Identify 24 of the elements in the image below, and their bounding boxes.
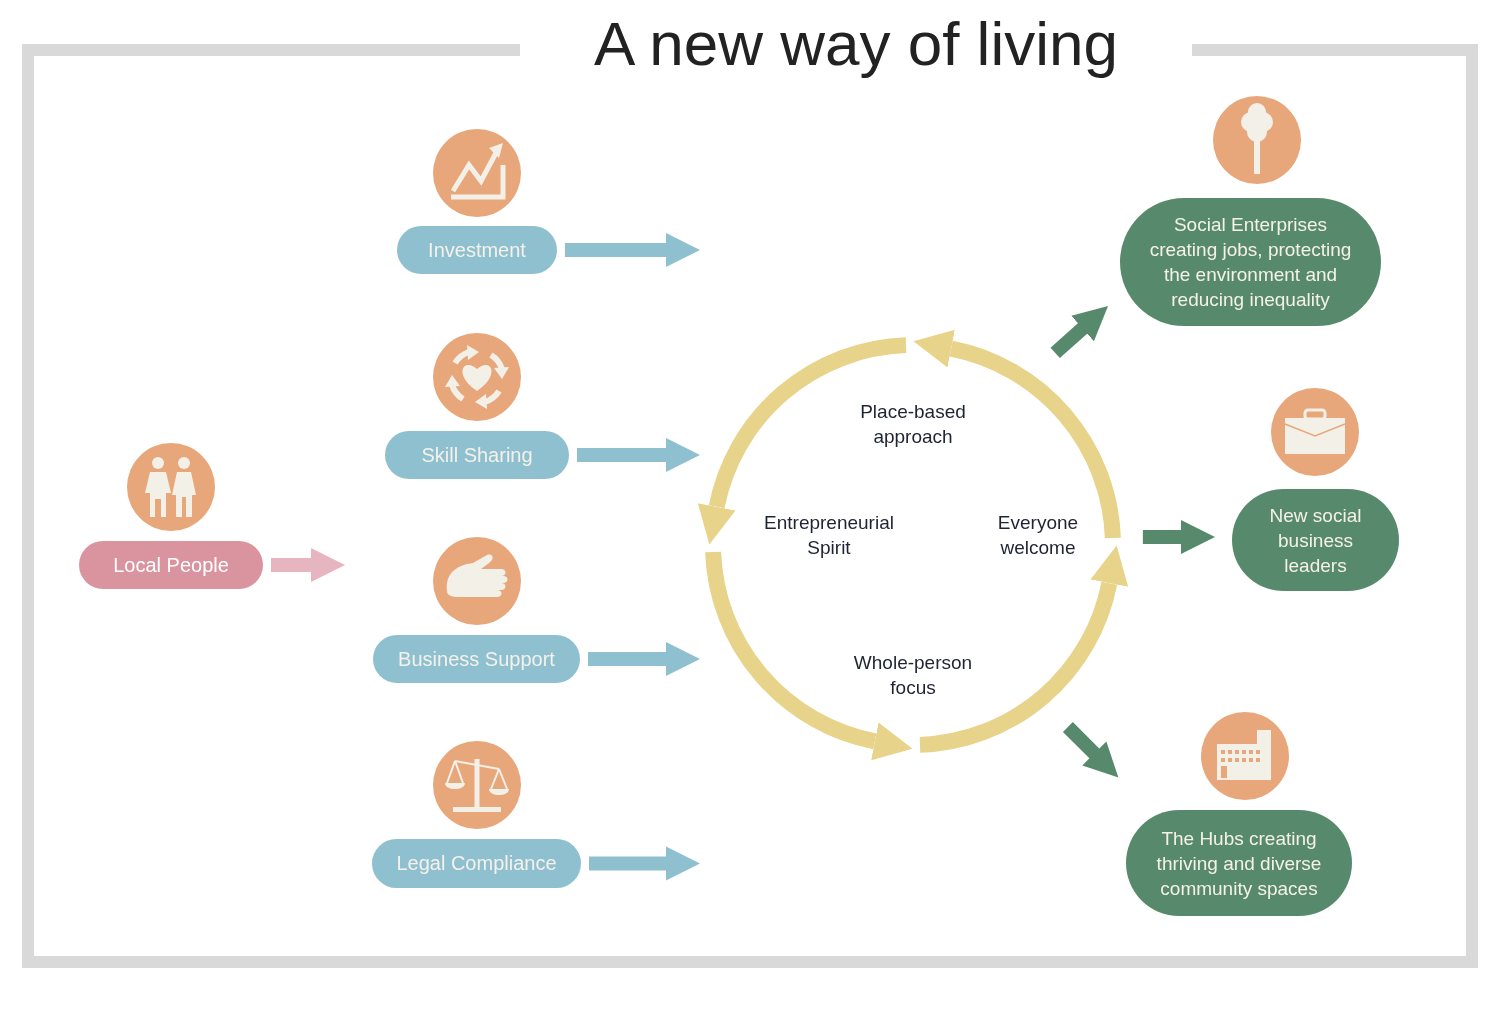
cycle-label: Everyone welcome xyxy=(996,511,1080,560)
pill-label: Social Enterprises creating jobs, protecting the environment and reducing inequality xyxy=(1148,213,1353,312)
cycle-label: Entrepreneurial Spirit xyxy=(763,511,895,560)
cycle-label: Place-based approach xyxy=(859,400,967,449)
pill-box xyxy=(372,839,581,888)
block-arrow xyxy=(271,548,345,582)
block-arrow xyxy=(588,642,700,676)
block-arrow xyxy=(577,438,700,472)
pill-box xyxy=(397,226,557,274)
pill-box xyxy=(385,431,569,479)
pill-label: The Hubs creating thriving and diverse community spaces xyxy=(1155,826,1323,901)
pill-label: Business Support xyxy=(398,646,555,672)
pill-box xyxy=(79,541,263,589)
pill-label: Legal Compliance xyxy=(396,851,557,876)
pill-label: Local People xyxy=(113,552,229,578)
pill-box xyxy=(373,635,580,683)
pill-label: New social business leaders xyxy=(1268,503,1363,578)
pill-label: Investment xyxy=(428,237,526,263)
pill-label: Skill Sharing xyxy=(421,442,533,468)
block-arrow xyxy=(1142,519,1215,554)
cycle-label: Whole-person focus xyxy=(852,651,974,700)
title: A new way of living xyxy=(593,8,1119,79)
block-arrow xyxy=(589,846,700,881)
block-arrow xyxy=(565,233,700,267)
